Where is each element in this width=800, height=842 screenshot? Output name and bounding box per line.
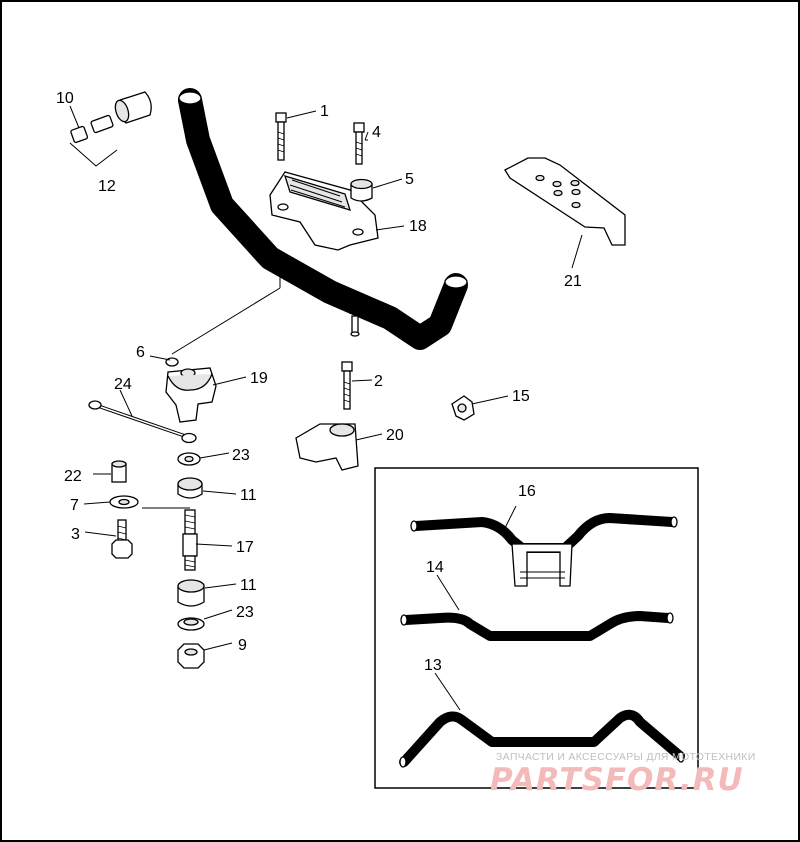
callout-11-bottom: 11 — [240, 577, 257, 594]
bushing-11-top — [177, 477, 203, 499]
callout-labels: 1 2 3 4 5 6 7 9 10 11 11 12 13 14 15 16 … — [56, 90, 582, 674]
bolt-4 — [353, 122, 365, 165]
bushing-11-bottom — [177, 579, 205, 607]
callout-2: 2 — [374, 373, 383, 390]
callout-17: 17 — [236, 539, 254, 556]
washer-23-bottom — [177, 617, 205, 631]
handlebar-13 — [399, 709, 685, 768]
callout-9: 9 — [238, 637, 247, 654]
nut-9 — [177, 643, 205, 669]
bar-end-right — [444, 275, 468, 289]
spacer-22 — [111, 460, 127, 483]
callout-11-top: 11 — [240, 487, 257, 504]
callout-12: 12 — [98, 178, 116, 195]
riser-19 — [165, 255, 281, 423]
watermark-tagline: ЗАПЧАСТИ И АКСЕССУАРЫ ДЛЯ МОТОТЕХНИКИ — [496, 751, 756, 763]
cable-24 — [88, 400, 197, 444]
callout-10: 10 — [56, 90, 74, 107]
main-handlebar — [178, 88, 468, 350]
lockwasher-7 — [109, 495, 190, 509]
callout-1: 1 — [320, 103, 329, 120]
callout-22: 22 — [64, 468, 82, 485]
clip-15 — [451, 395, 475, 421]
knurl-left — [279, 257, 307, 289]
callout-21: 21 — [564, 273, 582, 290]
bolt-2 — [341, 361, 353, 410]
callout-13: 13 — [424, 657, 442, 674]
watermark-logo: PARTSFOR.RU — [490, 762, 744, 798]
callout-20: 20 — [386, 427, 404, 444]
callout-14: 14 — [426, 559, 444, 576]
alternatives-box — [374, 467, 699, 789]
callout-7: 7 — [70, 497, 79, 514]
fitting-set-12 — [69, 91, 152, 167]
bushing-5 — [350, 178, 373, 202]
bar-end-left — [178, 91, 202, 105]
riser-20 — [295, 423, 359, 471]
callout-15: 15 — [512, 388, 530, 405]
callout-24: 24 — [114, 376, 132, 393]
handlebar-14 — [400, 611, 674, 641]
knurl-right — [329, 284, 357, 315]
callout-16: 16 — [518, 483, 536, 500]
callout-19: 19 — [250, 370, 268, 387]
bolt-1 — [275, 112, 287, 161]
callout-4: 4 — [372, 124, 381, 141]
callout-18: 18 — [409, 218, 427, 235]
cover-21 — [504, 157, 626, 246]
callout-3: 3 — [71, 526, 80, 543]
callout-23-bottom: 23 — [236, 604, 254, 621]
leader-lines — [69, 105, 583, 711]
stud-17 — [182, 509, 198, 571]
callout-6: 6 — [136, 344, 145, 361]
washer-23-top — [177, 452, 201, 466]
callout-5: 5 — [405, 171, 414, 188]
handlebar-16 — [410, 513, 678, 587]
bolt-3 — [111, 519, 133, 559]
callout-23-top: 23 — [232, 447, 250, 464]
watermark: ЗАПЧАСТИ И АКСЕССУАРЫ ДЛЯ МОТОТЕХНИКИ PA… — [490, 751, 756, 798]
